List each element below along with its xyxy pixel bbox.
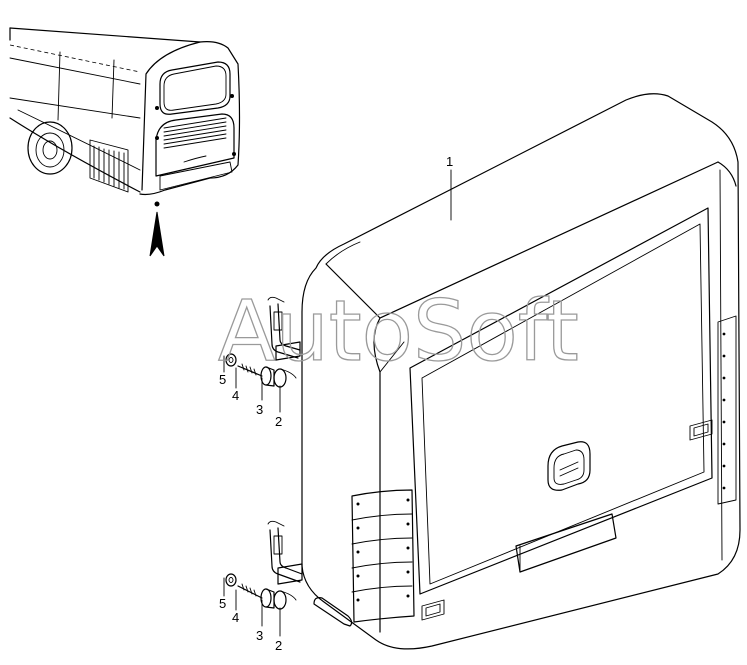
- door-handle: [547, 441, 591, 491]
- lower-hinge-assembly: [225, 520, 303, 610]
- leader-lines: [223, 169, 452, 637]
- callout-lower-3: 3: [256, 628, 263, 643]
- location-arrow: [149, 211, 165, 257]
- bus-rear-overview: [9, 27, 241, 257]
- side-grille: [89, 139, 129, 193]
- louvre-grille: [351, 489, 415, 623]
- callout-upper-3: 3: [256, 402, 263, 417]
- watermark: AutoSoft: [218, 282, 579, 380]
- callout-lower-4: 4: [232, 610, 239, 625]
- engine-cover-panel: [301, 93, 741, 650]
- side-strip: [717, 315, 737, 505]
- callout-lower-5: 5: [219, 596, 226, 611]
- bus-wheel: [27, 121, 73, 175]
- callout-1: 1: [446, 154, 453, 169]
- callout-upper-5: 5: [219, 372, 226, 387]
- callout-upper-2: 2: [275, 414, 282, 429]
- upper-hinge-assembly: [225, 296, 301, 388]
- callout-lower-2: 2: [275, 638, 282, 653]
- callout-upper-4: 4: [232, 388, 239, 403]
